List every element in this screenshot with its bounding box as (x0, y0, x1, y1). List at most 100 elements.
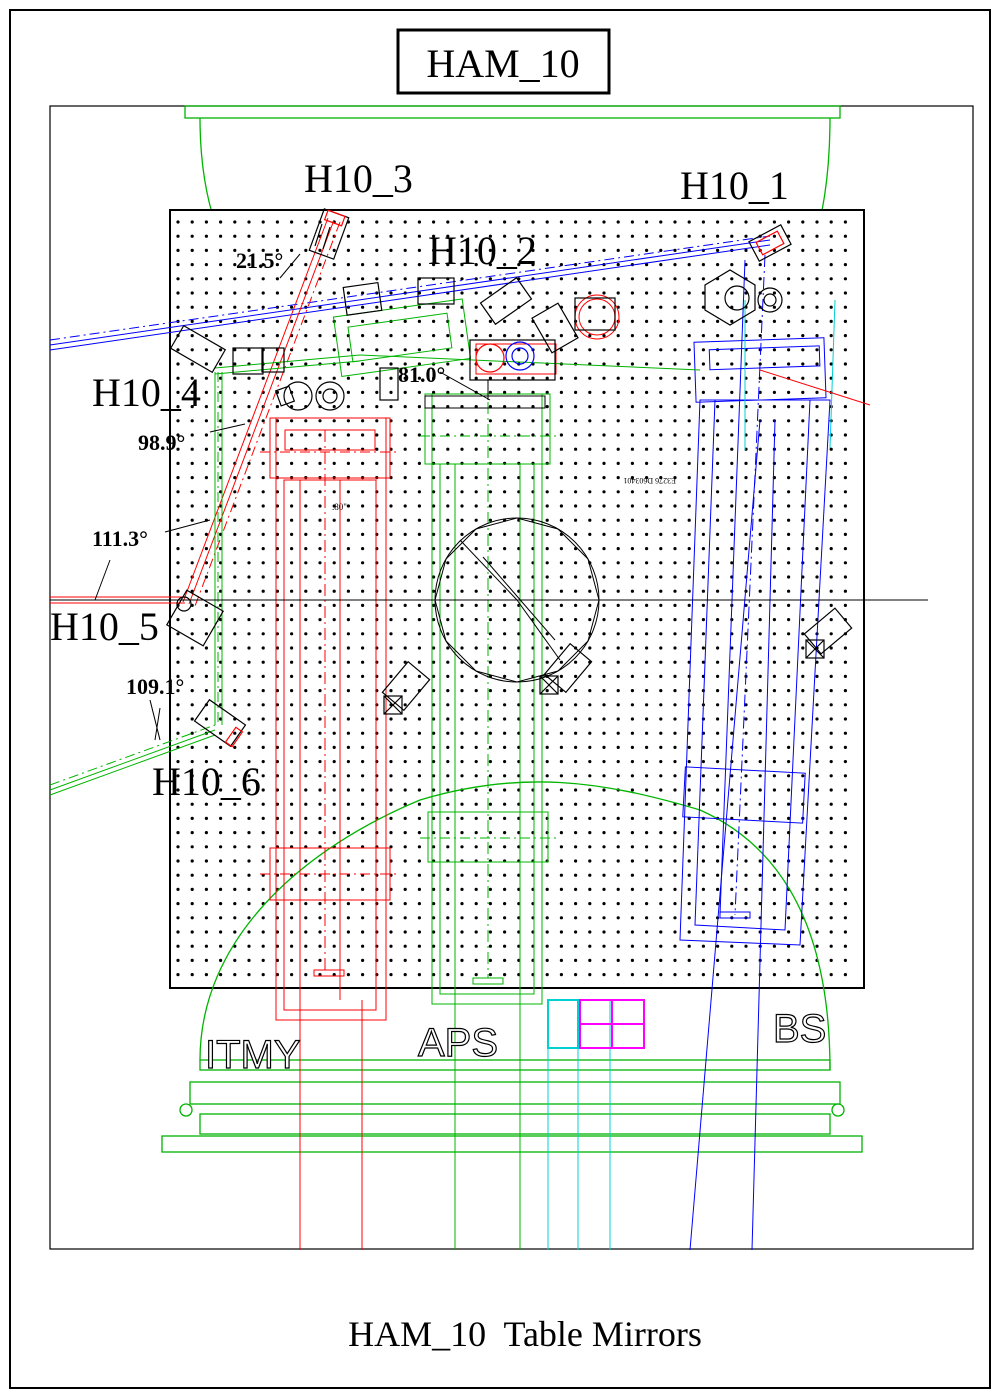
table-hole (403, 447, 407, 451)
table-hole (275, 419, 279, 423)
table-hole (190, 859, 194, 863)
table-hole (190, 802, 194, 806)
table-hole (219, 731, 223, 735)
table-hole (417, 376, 421, 380)
table-hole (474, 447, 478, 451)
table-hole (190, 646, 194, 650)
table-hole (645, 248, 649, 252)
table-hole (503, 419, 507, 423)
table-hole (275, 334, 279, 338)
table-hole (290, 831, 294, 835)
table-hole (545, 248, 549, 252)
table-hole (616, 220, 620, 224)
table-hole (716, 717, 720, 721)
table-hole (545, 930, 549, 934)
table-hole (659, 859, 663, 863)
table-hole (787, 760, 791, 764)
table-hole (716, 589, 720, 593)
table-hole (219, 291, 223, 295)
table-hole (701, 291, 706, 295)
table-hole (460, 674, 464, 679)
table-hole (204, 234, 208, 238)
table-hole (687, 334, 691, 338)
table-hole (403, 902, 407, 906)
table-hole (659, 831, 663, 835)
table-hole (659, 703, 663, 707)
table-hole (474, 575, 478, 579)
table-hole (346, 461, 350, 465)
table-hole (275, 248, 279, 252)
table-hole (233, 902, 237, 906)
table-hole (801, 646, 805, 650)
table-hole (701, 646, 706, 650)
table-hole (403, 589, 407, 593)
table-hole (645, 618, 649, 622)
table-hole (716, 532, 720, 537)
table-hole (559, 277, 564, 281)
table-hole (176, 774, 180, 778)
table-hole (673, 476, 677, 480)
table-hole (829, 447, 833, 451)
table-hole (545, 603, 549, 608)
table-hole (290, 490, 294, 494)
table-hole (503, 745, 507, 750)
table-hole (261, 618, 265, 622)
table-hole (219, 433, 223, 437)
table-hole (559, 575, 564, 579)
table-hole (659, 731, 663, 735)
table-hole (446, 220, 450, 224)
table-hole (389, 816, 393, 821)
table-hole (673, 632, 677, 636)
table-hole (630, 731, 635, 735)
table-hole (602, 547, 606, 551)
table-hole (290, 504, 294, 508)
table-hole (829, 334, 833, 338)
table-hole (446, 660, 450, 664)
table-hole (616, 348, 620, 352)
table-hole (588, 845, 592, 849)
table-hole (219, 788, 223, 792)
table-hole (616, 873, 620, 877)
table-hole (545, 731, 549, 735)
table-hole (318, 717, 322, 721)
table-hole (758, 319, 762, 323)
table-hole (204, 916, 208, 920)
table-hole (375, 277, 379, 281)
table-hole (645, 575, 649, 579)
table-hole (701, 930, 706, 934)
table-hole (744, 802, 748, 806)
table-hole (602, 390, 606, 394)
table-hole (204, 419, 208, 423)
table-hole (801, 717, 805, 721)
table-hole (730, 561, 734, 565)
table-hole (630, 859, 635, 863)
table-hole (744, 518, 748, 522)
table-hole (659, 476, 663, 480)
table-hole (687, 831, 691, 835)
table-hole (290, 674, 294, 679)
table-hole (275, 433, 279, 437)
table-hole (204, 547, 208, 551)
table-hole (602, 234, 606, 238)
table-hole (645, 334, 649, 338)
table-hole (375, 319, 379, 323)
table-hole (574, 504, 578, 508)
table-hole (488, 646, 492, 650)
table-hole (446, 603, 450, 608)
table-hole (176, 405, 180, 409)
table-hole (630, 334, 635, 338)
table-hole (687, 859, 691, 863)
table-hole (801, 504, 805, 508)
table-hole (588, 930, 592, 934)
table-hole (659, 319, 663, 323)
table-hole (204, 476, 208, 480)
table-hole (460, 703, 464, 707)
table-hole (389, 348, 393, 352)
table-hole (772, 802, 777, 806)
table-hole (815, 603, 819, 608)
table-hole (176, 646, 180, 650)
table-hole (531, 376, 535, 380)
table-hole (645, 518, 649, 522)
table-hole (446, 703, 450, 707)
table-hole (432, 902, 436, 906)
